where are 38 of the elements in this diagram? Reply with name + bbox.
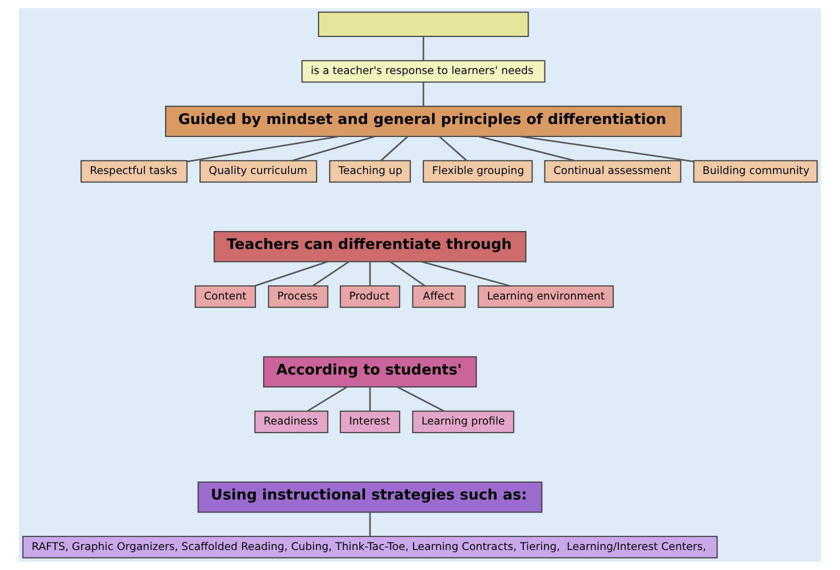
connector xyxy=(380,136,408,162)
node-box: Quality curriculum xyxy=(200,160,318,183)
node-box xyxy=(318,12,529,38)
connector xyxy=(292,136,375,162)
node-box: Interest xyxy=(340,410,400,434)
connector xyxy=(422,82,424,106)
node-box: Process xyxy=(268,285,328,308)
node-box: According to students' xyxy=(263,356,477,388)
connector xyxy=(312,261,350,287)
node-box: Content xyxy=(194,285,256,308)
node-box: Readiness xyxy=(254,410,328,434)
connector xyxy=(369,387,371,412)
node-box: Building community xyxy=(693,160,818,183)
connector xyxy=(306,386,348,412)
node-box: is a teacher's response to learners' needs xyxy=(301,60,546,83)
node-box: Teachers can differentiate through xyxy=(214,231,526,262)
node-box: RAFTS, Graphic Organizers, Scaffolded Reading, Cubing, Think-Tac-Toe, Learning Contracts, Tiering, Learning/Interest Centers, xyxy=(22,536,718,558)
node-box: Teaching up xyxy=(329,160,411,183)
node-box: Product xyxy=(340,285,400,308)
connector xyxy=(369,512,371,536)
connector xyxy=(422,36,424,60)
connector xyxy=(422,261,510,287)
node-box: Continual assessment xyxy=(544,160,682,183)
connector xyxy=(369,262,371,286)
node-box: Guided by mindset and general principles of differentiation xyxy=(165,106,682,138)
node-box: Learning profile xyxy=(412,410,514,434)
node-box: Learning environment xyxy=(478,285,614,308)
node-box: Respectful tasks xyxy=(80,160,188,183)
connector xyxy=(186,136,339,162)
connector xyxy=(478,136,575,162)
connector xyxy=(397,386,445,412)
node-box: Affect xyxy=(412,285,466,308)
connector xyxy=(438,136,468,162)
node-box: Flexible grouping xyxy=(422,160,533,183)
connector xyxy=(254,261,328,287)
node-box: Using instructional strategies such as: xyxy=(198,482,542,513)
connector xyxy=(390,261,426,287)
connector xyxy=(520,136,694,162)
